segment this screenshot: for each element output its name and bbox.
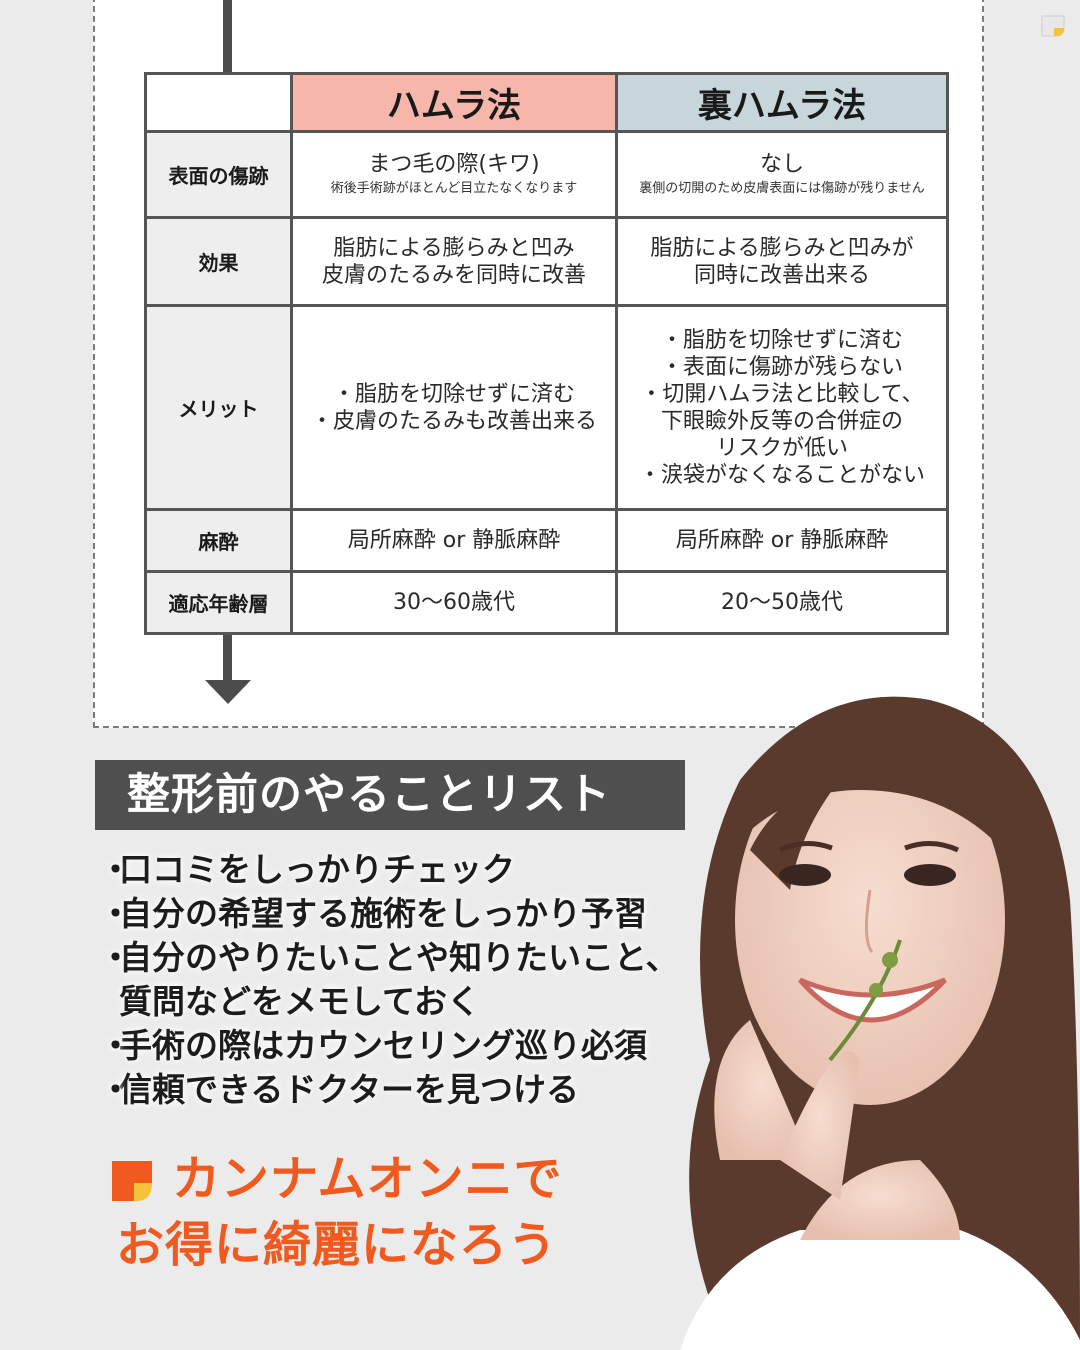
flow-line-top [223, 0, 232, 74]
cell-line: リスクが低い [715, 435, 848, 461]
bullet-icon: ・ [99, 1070, 132, 1109]
comparison-table: ハムラ法 裏ハムラ法 表面の傷跡 まつ毛の際(キワ) 術後手術跡がほとんど目立た… [144, 72, 949, 635]
table-corner [144, 72, 293, 133]
cell-line: ・皮膚のたるみも改善出来る [310, 408, 597, 434]
row-label: メリット [144, 304, 293, 511]
list-item: ・口コミをしっかりチェック [95, 848, 679, 892]
table-cell: 脂肪による膨らみと凹みが 同時に改善出来る [615, 216, 949, 307]
brand-logo-icon [112, 1161, 152, 1201]
cell-line: ・表面に傷跡が残らない [660, 354, 903, 380]
table-cell: なし 裏側の切開のため皮膚表面には傷跡が残りません [615, 130, 949, 219]
list-item-text: 信頼できるドクターを見つける [119, 1070, 580, 1109]
cell-line: 局所麻酔 or 静脈麻酔 [347, 528, 561, 553]
table-row: 表面の傷跡 まつ毛の際(キワ) 術後手術跡がほとんど目立たなくなります なし 裏… [144, 130, 949, 219]
row-label: 麻酔 [144, 508, 293, 573]
cell-line: 皮膚のたるみを同時に改善 [321, 262, 586, 288]
cell-line: 20〜50歳代 [721, 590, 843, 615]
table-cell: ・脂肪を切除せずに済む ・表面に傷跡が残らない ・切開ハムラ法と比較して、 下眼… [615, 304, 949, 511]
cell-main-text: なし [759, 152, 804, 177]
cell-line: 局所麻酔 or 静脈麻酔 [675, 528, 889, 553]
table-cell: 30〜60歳代 [290, 570, 618, 635]
flow-line-bottom [223, 630, 232, 682]
cta-line-1: カンナムオンニで [172, 1151, 563, 1207]
list-item: 質問などをメモしておく [95, 980, 679, 1024]
cell-line: 脂肪による膨らみと凹み [333, 235, 575, 261]
bullet-icon: ・ [99, 938, 132, 977]
table-cell: 局所麻酔 or 静脈麻酔 [615, 508, 949, 573]
cell-sub-text: 裏側の切開のため皮膚表面には傷跡が残りません [639, 181, 925, 196]
list-item-text: 口コミをしっかりチェック [119, 850, 515, 889]
cell-line: ・脂肪を切除せずに済む [332, 381, 575, 407]
list-item-text: 質問などをメモしておく [119, 982, 481, 1021]
list-item-text: 手術の際はカウンセリング巡り必須 [119, 1026, 647, 1065]
cell-line: 脂肪による膨らみと凹みが [650, 235, 914, 261]
cell-line: 30〜60歳代 [393, 590, 515, 615]
list-item-text: 自分のやりたいことや知りたいこと、 [119, 938, 679, 977]
list-item: ・手術の際はカウンセリング巡り必須 [95, 1024, 679, 1068]
table-row: 麻酔 局所麻酔 or 静脈麻酔 局所麻酔 or 静脈麻酔 [144, 508, 949, 573]
list-item: ・自分のやりたいことや知りたいこと、 [95, 936, 679, 980]
todo-list: ・口コミをしっかりチェック ・自分の希望する施術をしっかり予習 ・自分のやりたい… [95, 848, 679, 1112]
row-label: 効果 [144, 216, 293, 307]
model-photo [680, 696, 1080, 1350]
cell-line: 同時に改善出来る [693, 262, 870, 288]
cell-sub-text: 術後手術跡がほとんど目立たなくなります [330, 181, 578, 196]
bullet-icon: ・ [99, 894, 132, 933]
table-row: 効果 脂肪による膨らみと凹み 皮膚のたるみを同時に改善 脂肪による膨らみと凹みが… [144, 216, 949, 307]
bullet-icon: ・ [99, 1026, 132, 1065]
cell-line: 下眼瞼外反等の合併症の [660, 408, 903, 434]
table-cell: 脂肪による膨らみと凹み 皮膚のたるみを同時に改善 [290, 216, 618, 307]
table-cell: 20〜50歳代 [615, 570, 949, 635]
bullet-icon: ・ [99, 850, 132, 889]
brand-logo-icon [1041, 15, 1065, 37]
cell-line: ・脂肪を切除せずに済む [660, 327, 903, 353]
header-hamura: ハムラ法 [290, 72, 618, 133]
table-cell: まつ毛の際(キワ) 術後手術跡がほとんど目立たなくなります [290, 130, 618, 219]
down-arrow-icon [205, 680, 251, 704]
row-label: 表面の傷跡 [144, 130, 293, 219]
row-label: 適応年齢層 [144, 570, 293, 635]
table-row: メリット ・脂肪を切除せずに済む ・皮膚のたるみも改善出来る ・脂肪を切除せずに… [144, 304, 949, 511]
list-item: ・信頼できるドクターを見つける [95, 1068, 679, 1112]
table-cell: ・脂肪を切除せずに済む ・皮膚のたるみも改善出来る [290, 304, 618, 511]
cell-line: ・切開ハムラ法と比較して、 [640, 381, 924, 407]
cell-line: ・涙袋がなくなることがない [638, 462, 925, 488]
table-row: 適応年齢層 30〜60歳代 20〜50歳代 [144, 570, 949, 635]
table-cell: 局所麻酔 or 静脈麻酔 [290, 508, 618, 573]
todo-banner-title: 整形前のやることリスト [95, 760, 685, 830]
header-ura-hamura: 裏ハムラ法 [615, 72, 949, 133]
list-item-text: 自分の希望する施術をしっかり予習 [119, 894, 647, 933]
list-item: ・自分の希望する施術をしっかり予習 [95, 892, 679, 936]
cta-line-2: お得に綺麗になろう [116, 1217, 558, 1273]
cell-main-text: まつ毛の際(キワ) [368, 152, 540, 177]
